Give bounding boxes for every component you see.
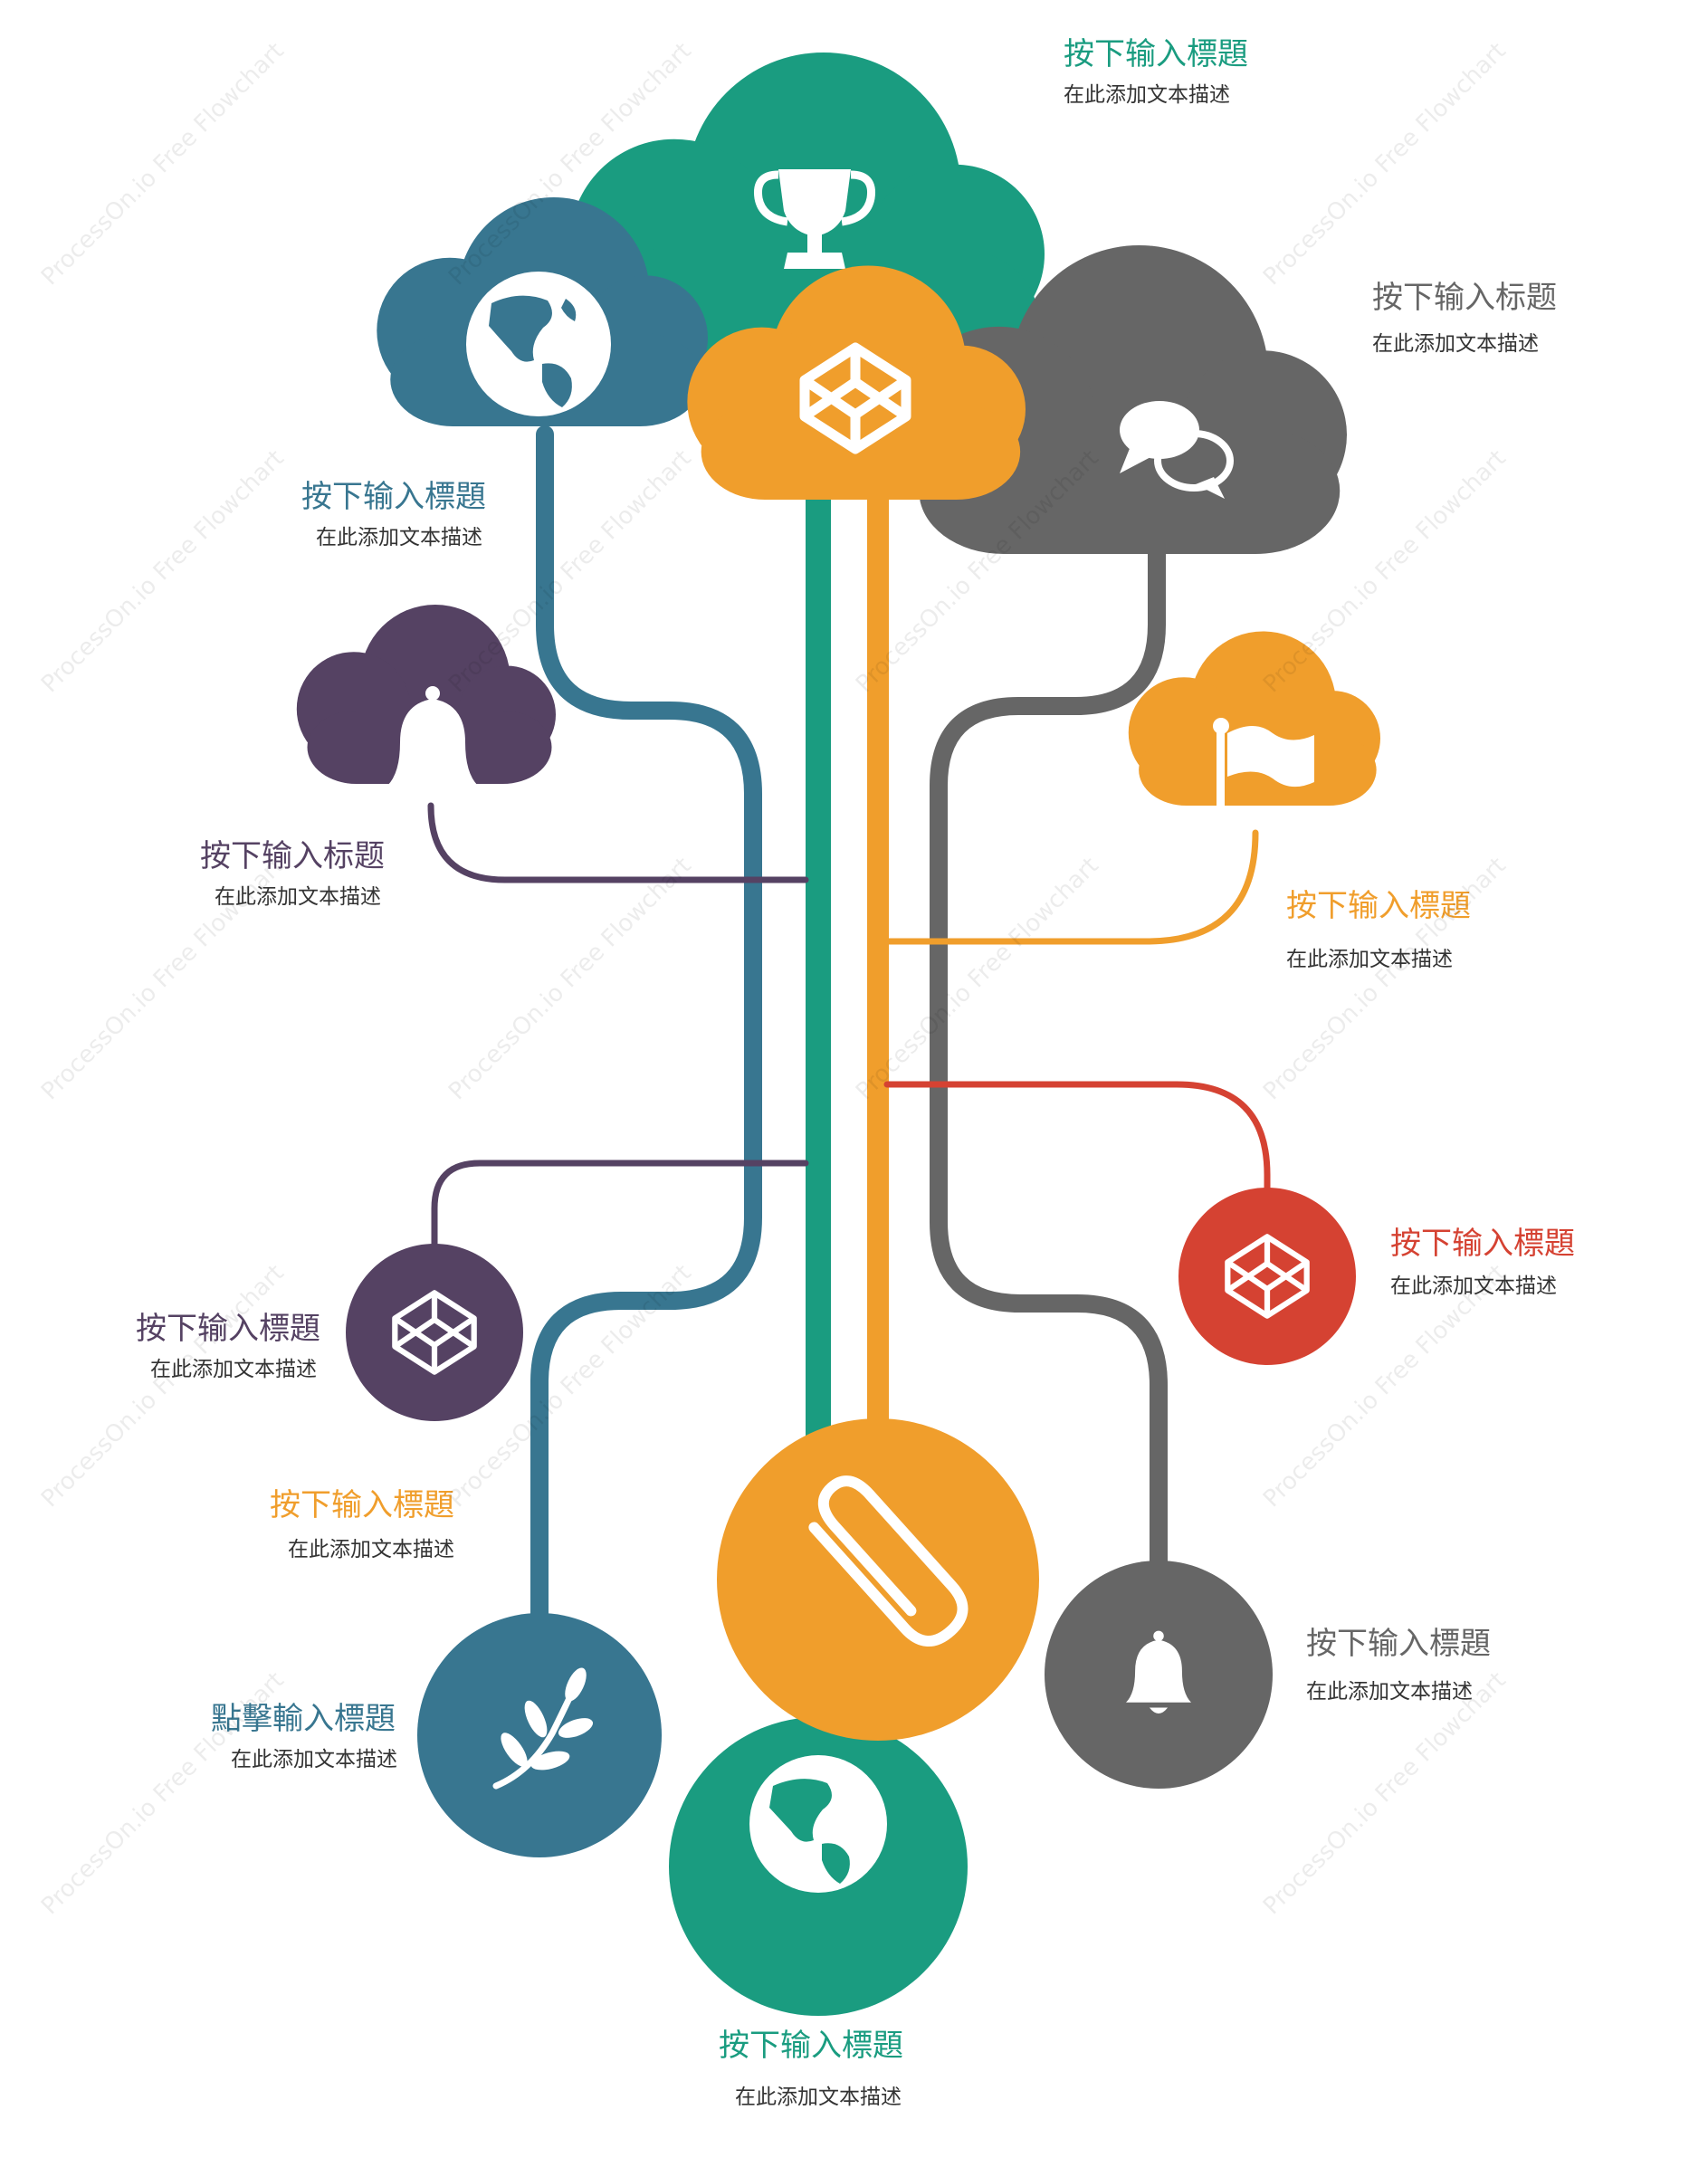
node-desc[interactable]: 在此添加文本描述 (215, 885, 381, 909)
label-chat: 按下输入标题 在此添加文本描述 (1372, 278, 1557, 358)
label-globe-cloud: 按下输入標題 在此添加文本描述 (301, 477, 486, 551)
purple-top-branch (427, 802, 809, 883)
orange-flag-branch (883, 829, 1259, 945)
bell-icon (387, 686, 478, 801)
trophy-icon (753, 169, 876, 269)
flag-icon (1213, 718, 1314, 818)
connector-lines (427, 413, 1271, 1629)
node-desc[interactable]: 在此添加文本描述 (150, 1358, 317, 1381)
node-title[interactable]: 按下输入標題 (719, 2028, 903, 2064)
chat-cloud[interactable] (901, 245, 1347, 554)
node-desc[interactable]: 在此添加文本描述 (735, 2086, 902, 2109)
node-desc[interactable]: 在此添加文本描述 (1390, 1274, 1557, 1298)
label-flag: 按下输入標題 在此添加文本描述 (1286, 886, 1471, 973)
bell-cloud[interactable] (296, 605, 556, 801)
node-title[interactable]: 按下输入標題 (1064, 36, 1248, 72)
label-purple-circle: 按下输入標題 在此添加文本描述 (136, 1309, 320, 1383)
label-leaf: 點擊輸入標題 在此添加文本描述 (211, 1699, 397, 1773)
node-title[interactable]: 按下输入標題 (1390, 1226, 1575, 1262)
leaf-circle[interactable] (417, 1613, 662, 1857)
gray-bell-circle[interactable] (1045, 1561, 1273, 1789)
node-title[interactable]: 按下输入标题 (1372, 280, 1557, 316)
label-bell-cloud: 按下输入标题 在此添加文本描述 (200, 836, 385, 911)
purple-box-circle[interactable] (346, 1244, 523, 1421)
bell-icon (1126, 1630, 1191, 1714)
label-globe-circle: 按下输入標題 在此添加文本描述 (719, 2026, 903, 2111)
blue-branch (530, 425, 762, 1629)
node-desc[interactable]: 在此添加文本描述 (316, 526, 482, 549)
node-title[interactable]: 按下输入標題 (301, 479, 486, 515)
node-desc[interactable]: 在此添加文本描述 (288, 1538, 454, 1561)
node-desc[interactable]: 在此添加文本描述 (1306, 1680, 1473, 1704)
red-box-circle[interactable] (1178, 1188, 1356, 1365)
red-branch (883, 1081, 1271, 1198)
node-desc[interactable]: 在此添加文本描述 (231, 1748, 397, 1771)
codepen-icon (799, 342, 911, 454)
node-desc[interactable]: 在此添加文本描述 (1286, 948, 1453, 971)
paperclip-icon (808, 1475, 969, 1647)
label-gray-bell: 按下输入標題 在此添加文本描述 (1306, 1624, 1491, 1705)
node-desc[interactable]: 在此添加文本描述 (1064, 83, 1230, 107)
globe-icon (466, 272, 611, 416)
node-title[interactable]: 按下输入標題 (1286, 888, 1471, 924)
label-red-circle: 按下输入標題 在此添加文本描述 (1390, 1224, 1575, 1300)
node-title[interactable]: 按下输入標題 (1306, 1626, 1491, 1662)
label-trophy: 按下输入標題 在此添加文本描述 (1064, 34, 1248, 109)
purple-bottom-branch (431, 1160, 809, 1253)
paperclip-circle[interactable] (717, 1418, 1039, 1741)
leaf-icon (492, 1667, 594, 1790)
node-title[interactable]: 按下输入標題 (136, 1311, 320, 1347)
globe-cloud[interactable] (377, 197, 708, 426)
globe-icon (749, 1755, 887, 1893)
label-paperclip: 按下输入標題 在此添加文本描述 (270, 1485, 454, 1563)
flag-cloud[interactable] (1128, 631, 1380, 819)
node-title[interactable]: 點擊輸入標題 (211, 1701, 396, 1737)
trophy-cloud[interactable] (569, 53, 1045, 381)
globe-circle[interactable] (669, 1717, 968, 2016)
node-desc[interactable]: 在此添加文本描述 (1372, 332, 1539, 356)
node-title[interactable]: 按下输入標題 (270, 1487, 454, 1523)
node-title[interactable]: 按下输入标题 (200, 838, 385, 874)
codepen-icon (392, 1290, 477, 1375)
box-cloud[interactable] (687, 265, 1026, 501)
gray-branch (930, 525, 1168, 1584)
codepen-icon (1225, 1234, 1310, 1319)
chat-bubbles-icon (1120, 401, 1234, 499)
